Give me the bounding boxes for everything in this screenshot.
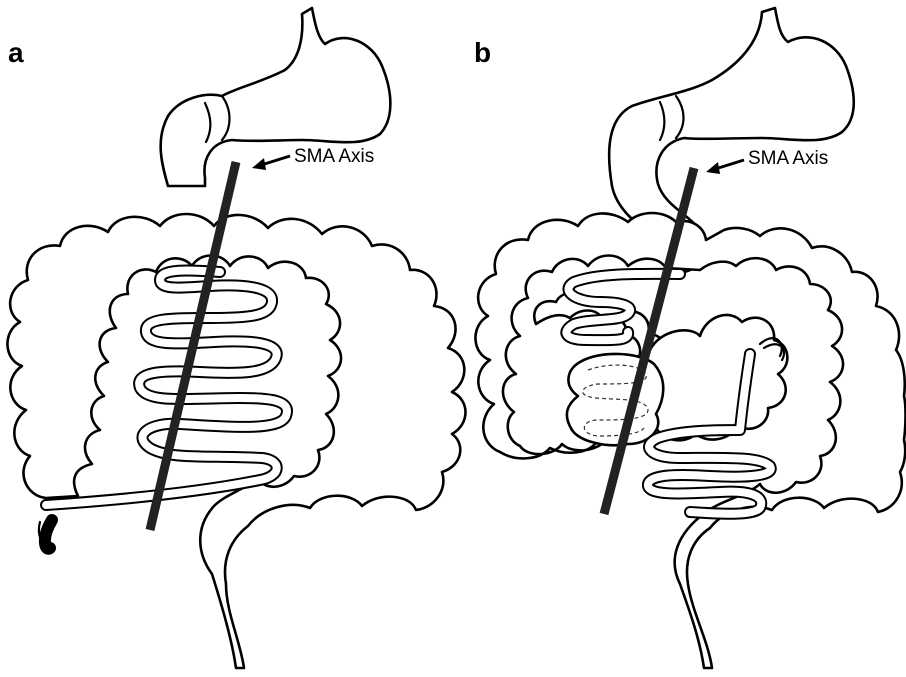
panel-a-label: a (8, 37, 24, 68)
sma-axis-label-b: SMA Axis (748, 148, 828, 169)
colon-b (475, 213, 905, 668)
sma-axis-label-a: SMA Axis (294, 146, 374, 167)
panel-b: b SMA Axis (474, 8, 906, 668)
panel-b-label: b (474, 37, 491, 68)
sma-arrowhead-a (252, 158, 266, 170)
sma-arrowhead-b (706, 162, 720, 174)
ghost-loops-b (567, 354, 663, 445)
panel-a: a SMA Axis (7, 8, 465, 668)
